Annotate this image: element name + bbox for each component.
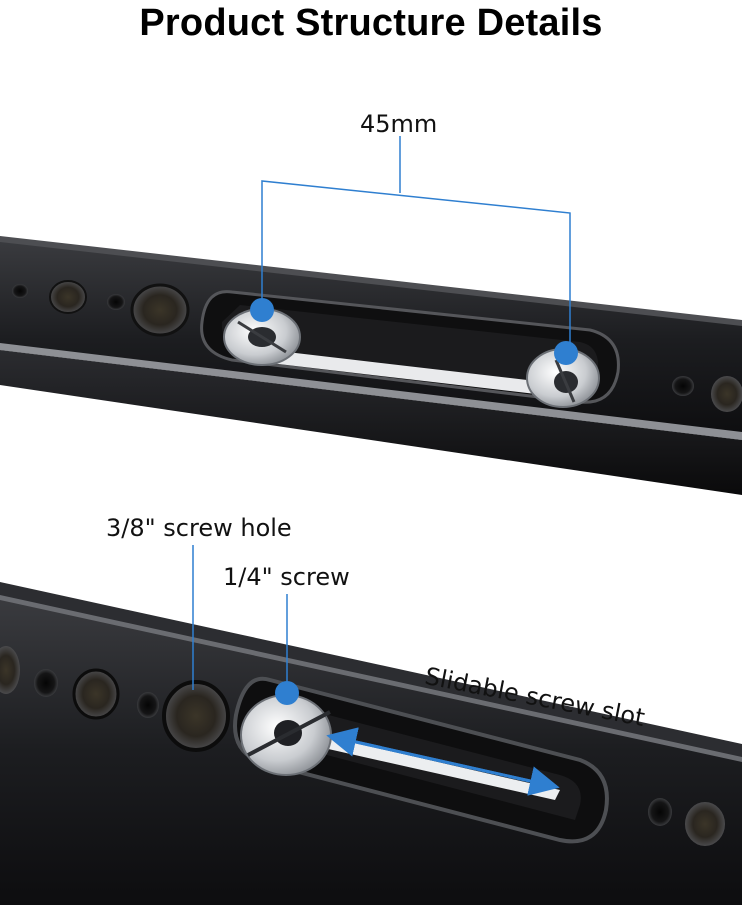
callout-dot xyxy=(275,681,299,705)
bottom-rail xyxy=(0,582,742,905)
callout-dot xyxy=(554,341,578,365)
dimension-label: 45mm xyxy=(360,110,438,138)
top-right-screw xyxy=(526,348,600,408)
screw-hole-label: 3/8" screw hole xyxy=(106,514,292,542)
callout-dot xyxy=(250,298,274,322)
screw-label: 1/4" screw xyxy=(223,563,350,591)
page-title: Product Structure Details xyxy=(139,2,603,44)
top-rail xyxy=(0,236,742,495)
dimension-callout xyxy=(261,136,571,352)
bottom-screw xyxy=(240,694,332,776)
